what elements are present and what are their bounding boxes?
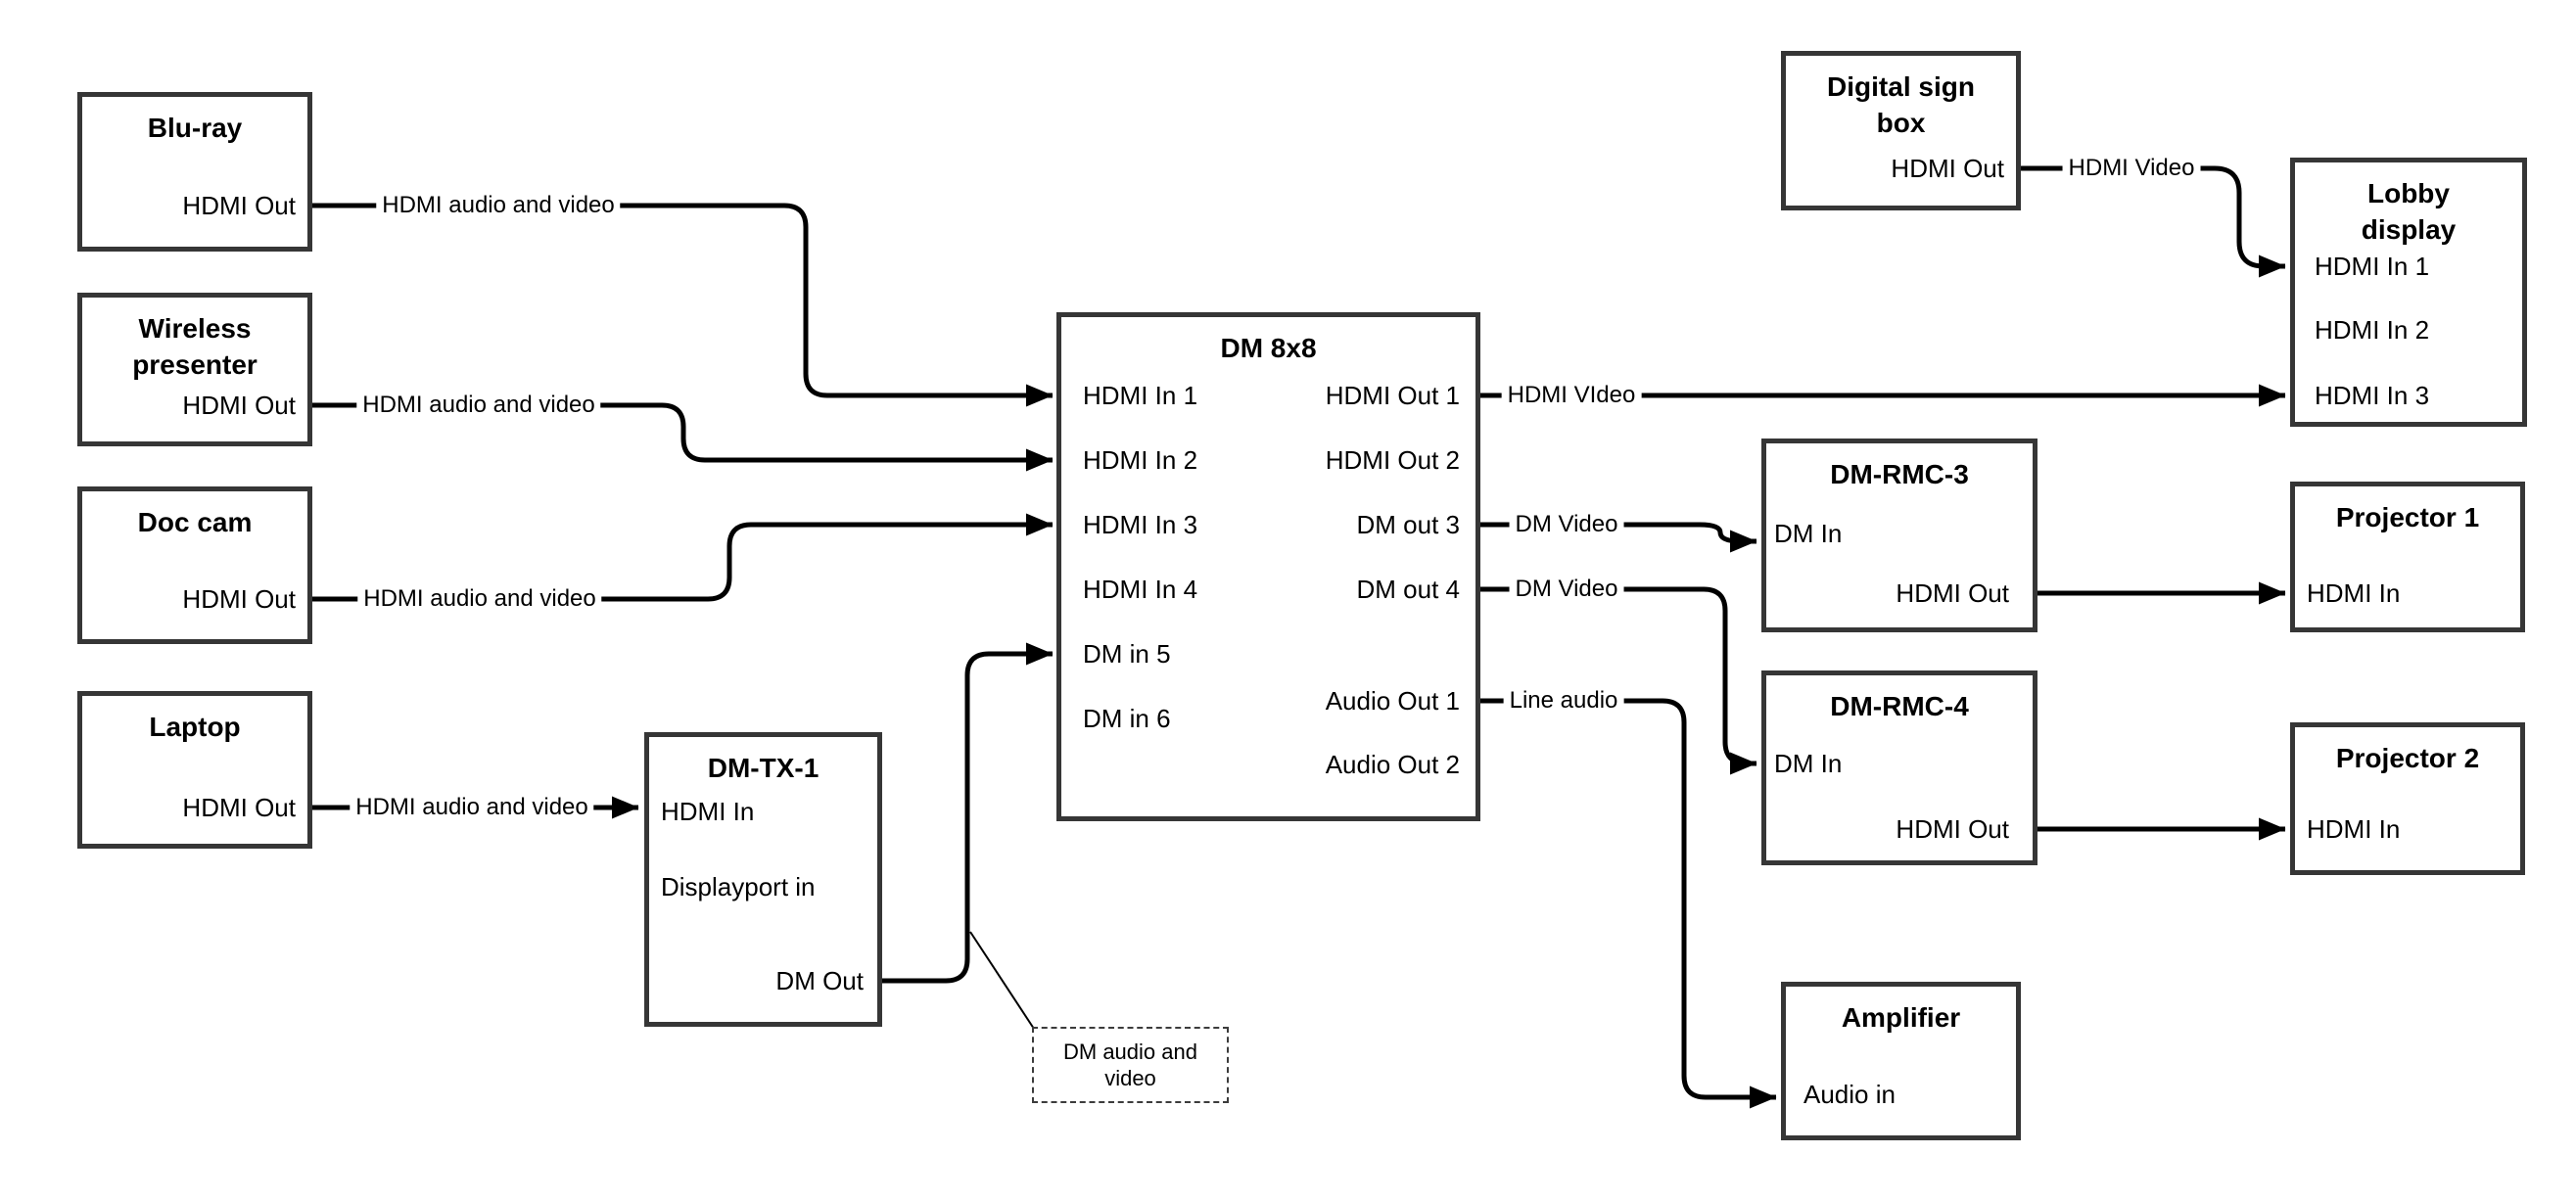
port-dm-8x8-dm-out-4: DM out 4 [1356, 575, 1461, 604]
node-dm-rmc-4: DM-RMC-4 DM In HDMI Out [1761, 670, 2037, 865]
node-title-dm-8x8: DM 8x8 [1220, 333, 1317, 363]
callout-leader-line [969, 931, 1035, 1030]
connector-label-bluray-to-dm8x8-in1: HDMI audio and video [376, 192, 621, 219]
port-doc-cam-hdmi-out: HDMI Out [182, 584, 296, 614]
node-title-blu-ray: Blu-ray [147, 113, 243, 143]
port-amplifier-audio-in: Audio in [1803, 1080, 1896, 1109]
connector-digitalsign-to-lobby-in1 [2021, 165, 2286, 278]
connector-label-dm8x8-out3-to-rmc3-dmin: DM Video [1509, 511, 1624, 538]
callout-text-line: DM audio and [1063, 1039, 1197, 1064]
connector-dm8x8-audio1-to-amplifier [1480, 698, 1777, 1109]
port-dm-rmc-3-dm-in: DM In [1774, 519, 1843, 548]
port-dm-8x8-hdmi-in-4: HDMI In 4 [1083, 575, 1198, 604]
port-wireless-presenter-hdmi-out: HDMI Out [182, 391, 296, 420]
connector-dm8x8-out4-to-rmc4-dmin [1480, 586, 1757, 775]
connector-dm8x8-out3-to-rmc3-dmin [1480, 522, 1757, 553]
port-lobby-display-hdmi-in-1: HDMI In 1 [2315, 252, 2430, 281]
port-dm-tx-1-dm-out: DM Out [775, 966, 864, 995]
node-title-dm-rmc-3: DM-RMC-3 [1830, 459, 1969, 489]
connector-doccam-to-dm8x8-in3 [312, 513, 1054, 602]
port-dm-tx-1-hdmi-in: HDMI In [661, 797, 755, 826]
node-title-doc-cam: Doc cam [137, 507, 253, 537]
node-title-lobby-display: Lobby display [2361, 178, 2457, 245]
port-dm-8x8-dm-in-5: DM in 5 [1083, 639, 1171, 669]
connector-label-laptop-to-dmtx1-hdmi-in: HDMI audio and video [350, 794, 594, 821]
port-dm-8x8-hdmi-in-2: HDMI In 2 [1083, 445, 1198, 475]
connector-label-doccam-to-dm8x8-in3: HDMI audio and video [357, 585, 602, 613]
node-title-dm-rmc-4: DM-RMC-4 [1830, 691, 1969, 721]
port-lobby-display-hdmi-in-2: HDMI In 2 [2315, 315, 2430, 345]
port-dm-8x8-hdmi-out-2: HDMI Out 2 [1325, 445, 1460, 475]
node-title-laptop: Laptop [149, 712, 241, 742]
node-title-digital-sign-box: Digital sign box [1827, 71, 1975, 138]
port-projector-2-hdmi-in: HDMI In [2307, 814, 2401, 844]
callout-text-line: video [1104, 1066, 1156, 1090]
port-dm-8x8-hdmi-in-3: HDMI In 3 [1083, 510, 1198, 539]
node-title-projector-2: Projector 2 [2335, 743, 2480, 773]
port-laptop-hdmi-out: HDMI Out [182, 793, 296, 822]
connector-wireless-to-dm8x8-in2 [312, 402, 1054, 472]
node-projector-2: Projector 2 HDMI In [2290, 722, 2525, 875]
connector-label-dm8x8-out1-to-lobby-in3: HDMI VIdeo [1501, 382, 1642, 409]
node-projector-1: Projector 1 HDMI In [2290, 482, 2525, 632]
port-dm-8x8-hdmi-out-1: HDMI Out 1 [1325, 381, 1460, 410]
node-dm-rmc-3: DM-RMC-3 DM In HDMI Out [1761, 439, 2037, 632]
node-title-amplifier: Amplifier [1841, 1002, 1961, 1033]
port-dm-8x8-hdmi-in-1: HDMI In 1 [1083, 381, 1198, 410]
connector-label-dm8x8-out4-to-rmc4-dmin: DM Video [1509, 576, 1624, 603]
port-projector-1-hdmi-in: HDMI In [2307, 578, 2401, 608]
connector-label-dm8x8-audio1-to-amplifier: Line audio [1503, 687, 1624, 715]
port-dm-8x8-dm-in-6: DM in 6 [1083, 704, 1171, 733]
port-dm-rmc-4-hdmi-out: HDMI Out [1896, 814, 2009, 844]
node-title-dm-tx-1: DM-TX-1 [707, 753, 820, 783]
connector-dmtx1-dmout-to-dm8x8-in5 [882, 642, 1054, 984]
node-title-wireless-presenter: Wireless presenter [132, 313, 258, 380]
connector-label-digitalsign-to-lobby-in1: HDMI Video [2062, 155, 2201, 182]
port-dm-8x8-audio-out-2: Audio Out 2 [1325, 750, 1460, 779]
connector-label-wireless-to-dm8x8-in2: HDMI audio and video [356, 392, 601, 419]
port-blu-ray-hdmi-out: HDMI Out [182, 191, 296, 220]
port-dm-8x8-dm-out-3: DM out 3 [1356, 510, 1461, 539]
port-dm-8x8-audio-out-1: Audio Out 1 [1325, 686, 1460, 716]
port-dm-rmc-4-dm-in: DM In [1774, 749, 1843, 778]
node-title-projector-1: Projector 1 [2335, 502, 2480, 532]
port-dm-tx-1-displayport-in: Displayport in [661, 872, 816, 901]
port-digital-sign-box-hdmi-out: HDMI Out [1891, 154, 2004, 183]
port-lobby-display-hdmi-in-3: HDMI In 3 [2315, 381, 2430, 410]
port-dm-rmc-3-hdmi-out: HDMI Out [1896, 578, 2009, 608]
connector-bluray-to-dm8x8-in1 [312, 203, 1054, 407]
